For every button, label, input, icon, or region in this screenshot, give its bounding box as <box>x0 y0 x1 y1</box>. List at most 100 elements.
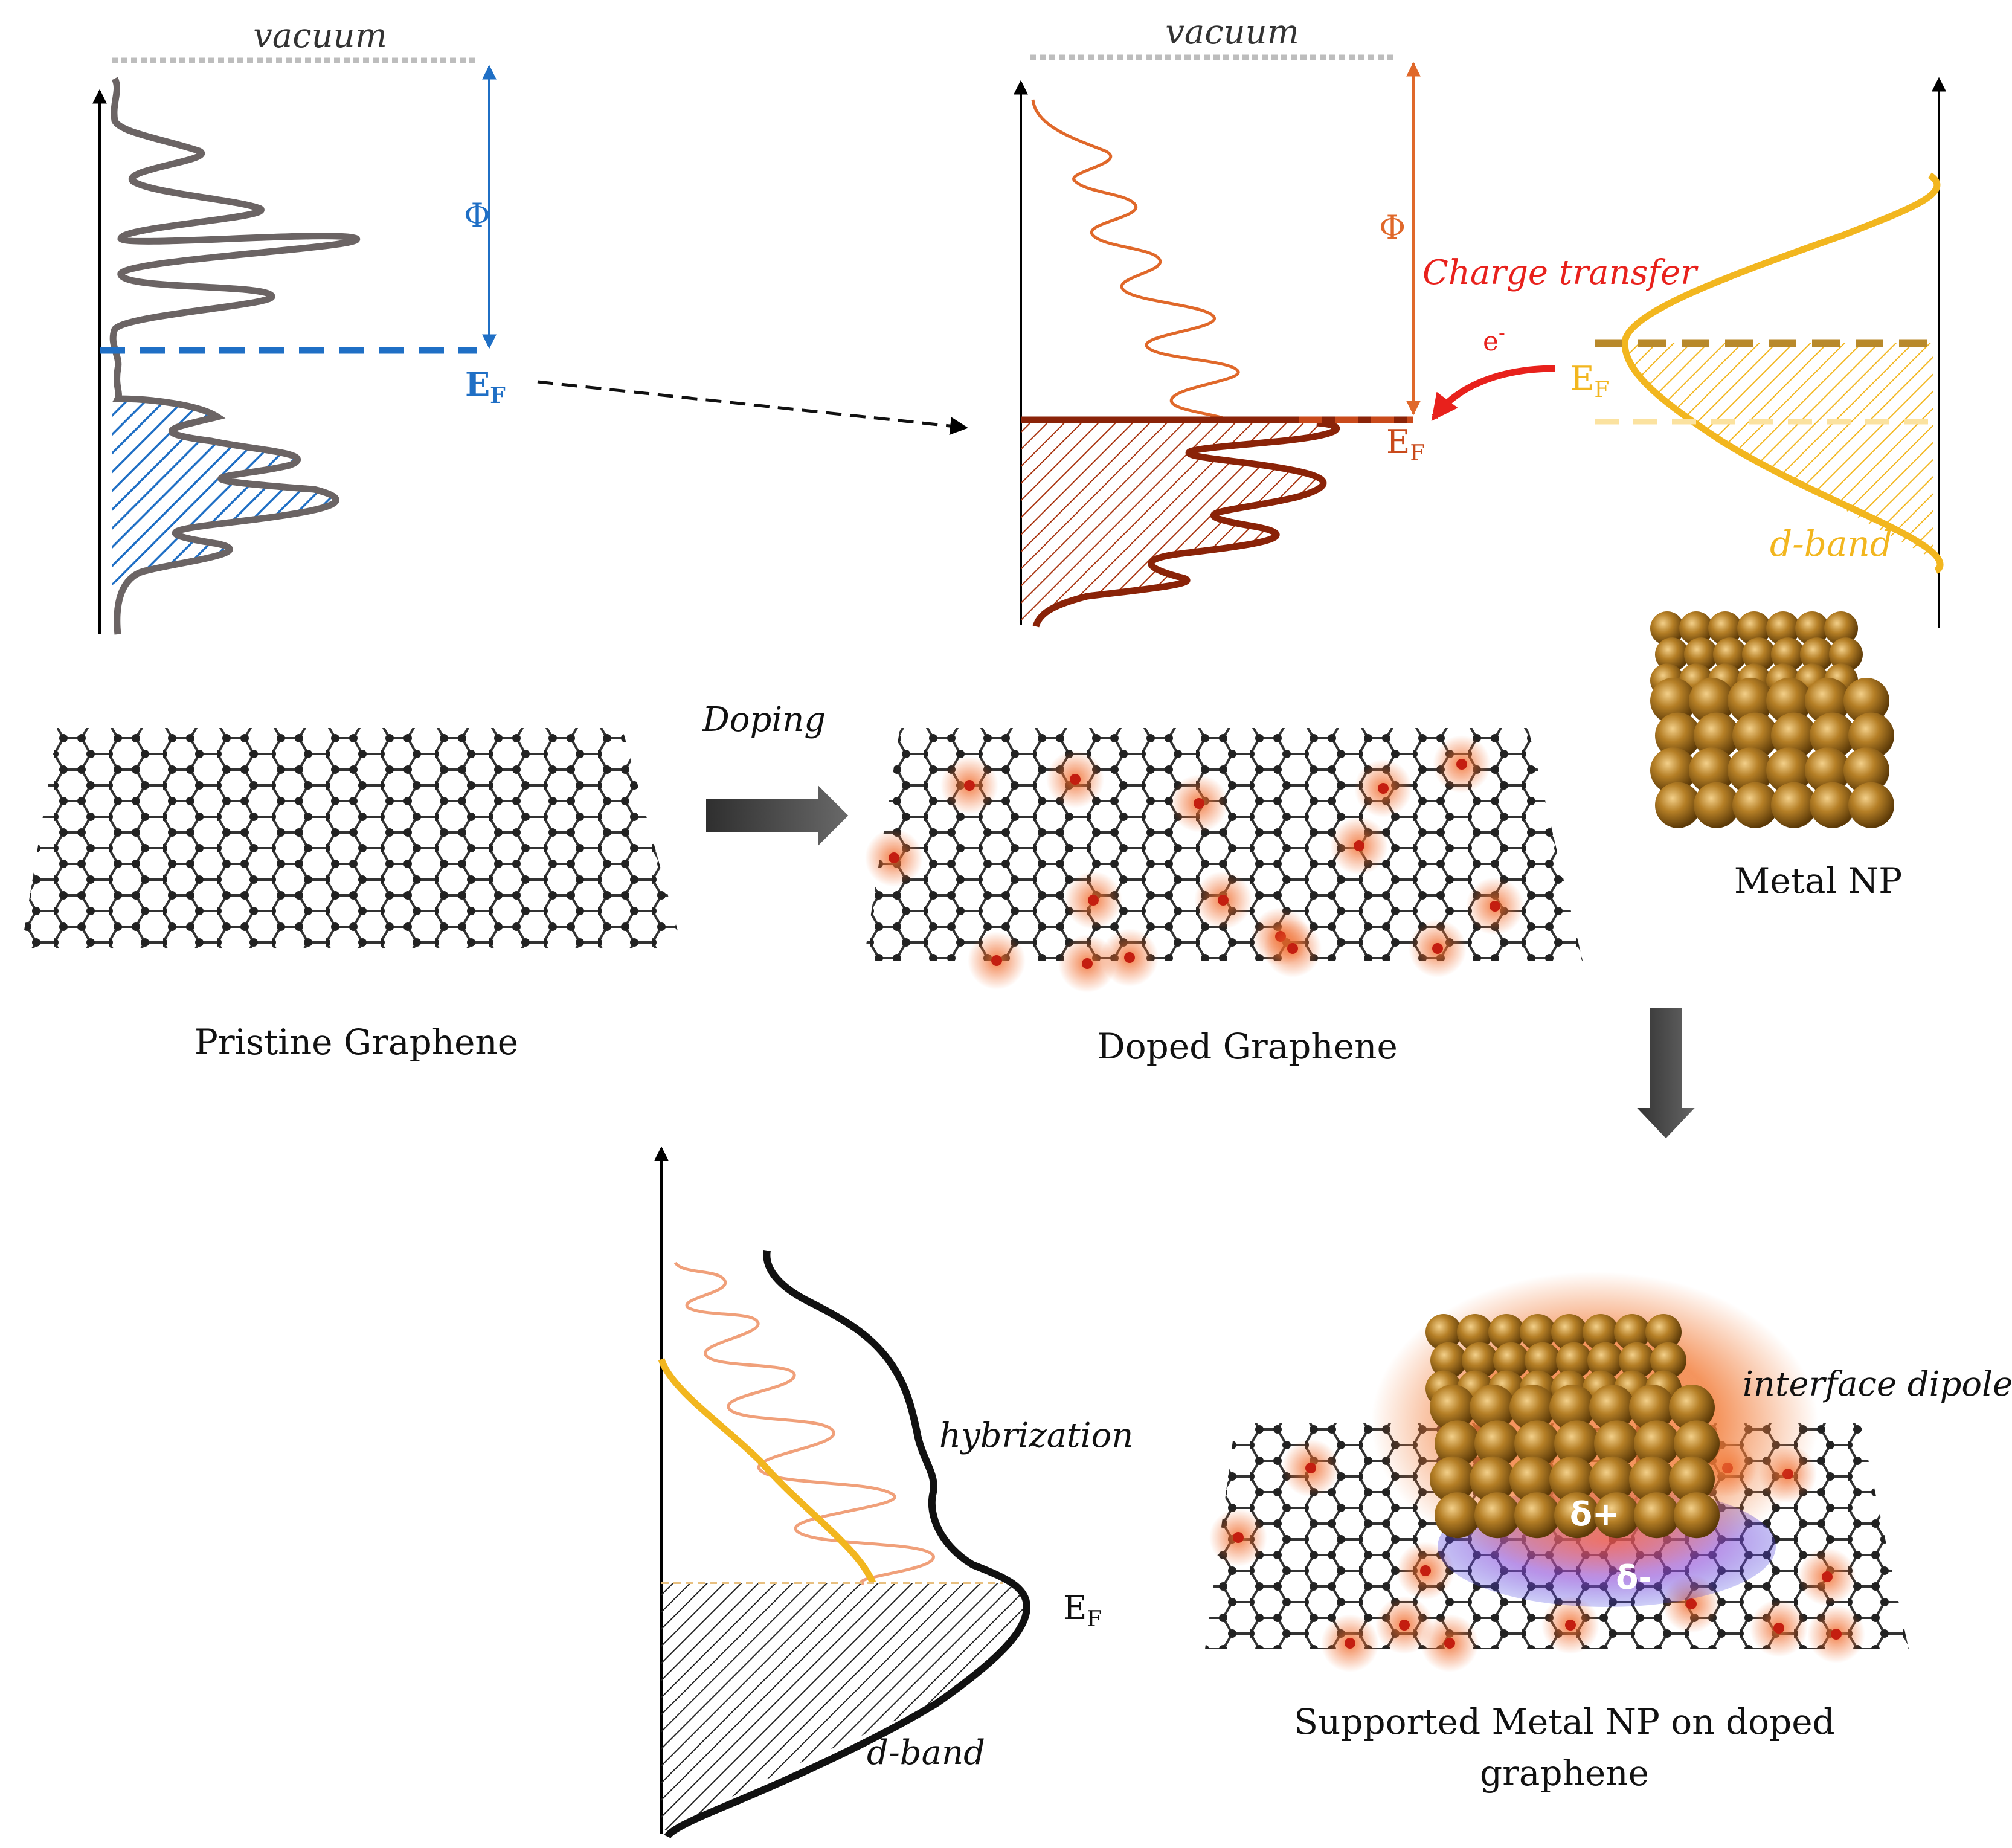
metal-atom <box>1824 611 1858 645</box>
metal-atom <box>1843 678 1889 724</box>
metal-atom <box>1549 1456 1595 1502</box>
metal-atom <box>1430 1342 1467 1379</box>
dopant-atom <box>1831 1629 1842 1640</box>
metal-atom <box>1594 1492 1640 1539</box>
doped-phi-label: Φ <box>1379 208 1406 246</box>
dopant-atom <box>964 780 975 791</box>
metal-atom <box>1634 1492 1680 1539</box>
metal-atom <box>1810 782 1856 828</box>
electron-label: e- <box>1483 321 1505 357</box>
hybrid-total-dos-curve <box>664 1250 1031 1839</box>
metal-atom <box>1554 1492 1600 1539</box>
metal-atom <box>1594 1420 1640 1467</box>
metal-atom <box>1629 1385 1675 1431</box>
doped-dos-panel: vacuum Φ EF Charge transfer e- EF d-band <box>1014 13 1946 628</box>
pristine-graphene-sheet <box>21 728 683 948</box>
metal-atom <box>1713 637 1747 672</box>
metal-atom <box>1435 1492 1480 1539</box>
dopant-atom <box>1432 943 1443 954</box>
doped-vacuum-label: vacuum <box>1165 13 1299 52</box>
doping-shift-arrow <box>537 380 968 436</box>
metal-atom <box>1848 712 1894 759</box>
metal-atom <box>1766 747 1812 794</box>
charge-transfer-label: Charge transfer <box>1422 253 1699 292</box>
dopant-atom <box>1686 1598 1697 1609</box>
hybrid-ef-label: EF <box>1063 1589 1102 1632</box>
metal-atom <box>1425 1314 1462 1350</box>
dopant-atom <box>1124 952 1135 963</box>
doped-ef-label: EF <box>1386 423 1425 466</box>
metal-atom <box>1800 637 1834 672</box>
metal-atom <box>1520 1314 1556 1350</box>
metal-atom <box>1474 1492 1520 1539</box>
dopant-atom <box>1287 943 1298 954</box>
doped-graphene-label: Doped Graphene <box>1097 1026 1398 1067</box>
metal-atom <box>1619 1342 1655 1379</box>
dopant-atom <box>889 852 899 863</box>
dopant-atom <box>1378 783 1389 794</box>
supported-np-label-line1: Supported Metal NP on doped <box>1294 1701 1834 1742</box>
metal-atom <box>1474 1420 1520 1467</box>
metal-atom <box>1655 712 1701 759</box>
dopant-atom <box>1345 1638 1355 1649</box>
metal-atom <box>1435 1420 1480 1467</box>
interface-dipole-label: interface dipole <box>1743 1365 2012 1404</box>
doped-filled-dos-curve <box>1032 419 1340 628</box>
metal-atom <box>1655 637 1689 672</box>
metal-atom <box>1650 678 1696 724</box>
dopant-atom <box>1070 774 1081 785</box>
hybrid-d-band-label: d-band <box>867 1733 985 1772</box>
metal-atom <box>1551 1314 1587 1350</box>
metal-atom <box>1509 1456 1555 1502</box>
metal-atom <box>1614 1314 1650 1350</box>
dopant-atom <box>1822 1571 1833 1582</box>
doped-filled-hatch <box>1021 420 1337 625</box>
pristine-dos-curve <box>109 77 360 635</box>
dopant-atom <box>1420 1565 1431 1576</box>
supported-metal-np <box>1425 1314 1720 1539</box>
metal-atom <box>1674 1420 1720 1467</box>
down-arrow <box>1625 1003 1706 1145</box>
metal-atom <box>1493 1342 1529 1379</box>
metal-atom <box>1462 1342 1498 1379</box>
metal-atom <box>1645 1314 1682 1350</box>
dopant-atom <box>1354 840 1364 851</box>
metal-atom <box>1771 712 1817 759</box>
metal-atom <box>1771 782 1817 828</box>
metal-atom <box>1689 678 1735 724</box>
hybrid-filled-hatch <box>661 1583 1027 1830</box>
metal-atom <box>1669 1456 1715 1502</box>
metal-atom <box>1629 1456 1675 1502</box>
metal-occupied-hatch <box>1625 343 1933 559</box>
metal-atom <box>1728 678 1773 724</box>
dopant-atom <box>1233 1532 1244 1543</box>
metal-atom <box>1514 1492 1560 1539</box>
doped-empty-states-curve <box>1031 99 1240 422</box>
dopant-atom <box>1082 958 1093 969</box>
metal-atom <box>1556 1342 1592 1379</box>
metal-atom <box>1470 1456 1515 1502</box>
dopant-atom <box>1490 901 1500 912</box>
metal-atom <box>1742 637 1776 672</box>
dopant-atom <box>1444 1638 1455 1649</box>
pristine-ef-label: EF <box>465 365 506 408</box>
metal-atom <box>1689 747 1735 794</box>
hybrid-orange-curve <box>673 1261 935 1586</box>
metal-atom <box>1634 1420 1680 1467</box>
metal-atom <box>1694 782 1740 828</box>
metal-atom <box>1771 637 1805 672</box>
metal-atom <box>1554 1420 1600 1467</box>
metal-np-label: Metal NP <box>1734 860 1902 901</box>
metal-atom <box>1655 782 1701 828</box>
metal-atom <box>1737 611 1771 645</box>
metal-atom <box>1829 637 1863 672</box>
dopant-atom <box>991 955 1002 966</box>
metal-atom <box>1766 678 1812 724</box>
pristine-phi-label: Φ <box>464 196 490 234</box>
supported-np-label-line2: graphene <box>1480 1753 1649 1794</box>
metal-atom <box>1525 1342 1561 1379</box>
metal-atom <box>1589 1385 1635 1431</box>
metal-atom <box>1457 1314 1493 1350</box>
metal-d-band-label: d-band <box>1770 523 1892 564</box>
pristine-graphene-label: Pristine Graphene <box>194 1022 518 1063</box>
